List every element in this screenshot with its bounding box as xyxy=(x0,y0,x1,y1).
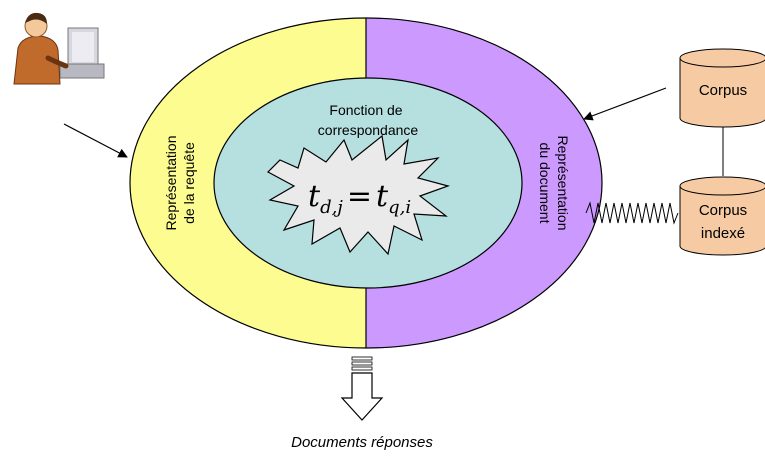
corpus-arrow xyxy=(583,87,667,121)
formula-rhs-base: t xyxy=(376,179,389,214)
indexed-corpus-label-2: indexé xyxy=(701,225,745,242)
document-representation-line-1: Représentation xyxy=(555,136,571,231)
query-arrow xyxy=(63,123,128,158)
query-representation-line-2: de la requête xyxy=(181,142,197,224)
result-label: Documents réponses xyxy=(291,434,433,451)
matching-formula: td,j=tq,i xyxy=(308,179,411,218)
svg-text:td,j=tq,i: td,j=tq,i xyxy=(308,179,411,218)
result-arrow xyxy=(340,356,384,421)
index-wave-link xyxy=(585,201,679,225)
query-representation-line-1: Représentation xyxy=(163,136,179,231)
formula-starburst xyxy=(267,134,451,256)
indexed-corpus-cylinder: Corpus indexé xyxy=(679,176,765,256)
formula-lhs-sub: d,j xyxy=(320,197,343,218)
corpus-label: Corpus xyxy=(699,82,747,99)
formula-rhs-sub: q,i xyxy=(388,197,411,218)
match-function-label-2: correspondance xyxy=(318,122,419,138)
document-representation-line-2: du document xyxy=(537,143,553,224)
document-representation-label: Représentation du document xyxy=(537,136,571,231)
formula-equals: = xyxy=(347,179,372,214)
person-at-computer-icon xyxy=(13,12,105,85)
query-representation-label: Représentation de la requête xyxy=(163,136,197,231)
match-function-label-1: Fonction de xyxy=(329,102,402,118)
corpus-cylinder: Corpus xyxy=(679,48,765,128)
formula-lhs-base: t xyxy=(308,179,321,214)
indexed-corpus-label-1: Corpus xyxy=(699,202,747,219)
